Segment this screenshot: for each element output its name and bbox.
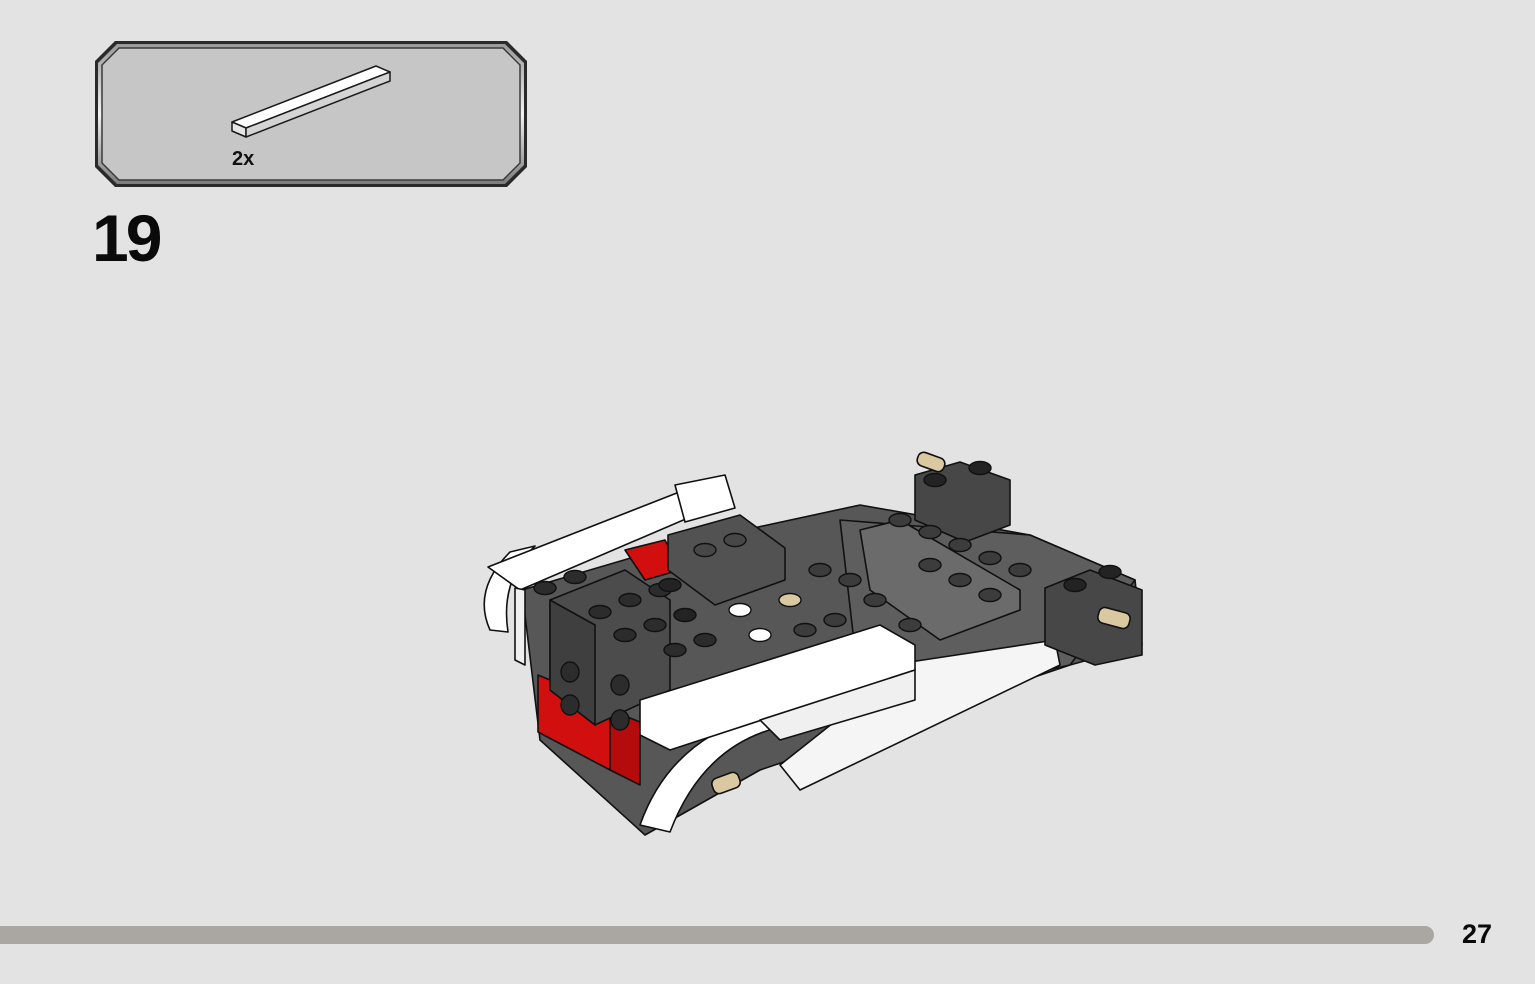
white-1x4-tile-icon [231,65,391,138]
progress-bar [0,926,1434,944]
page-number: 27 [1462,919,1493,949]
step-number: 19 [92,201,162,275]
parts-callout: 2x [93,39,529,189]
studs [533,460,1122,731]
callout-frame [95,41,527,187]
model-illustration [430,440,1160,850]
part-quantity: 2x [232,148,255,170]
car-chassis-assembly [483,451,1143,836]
